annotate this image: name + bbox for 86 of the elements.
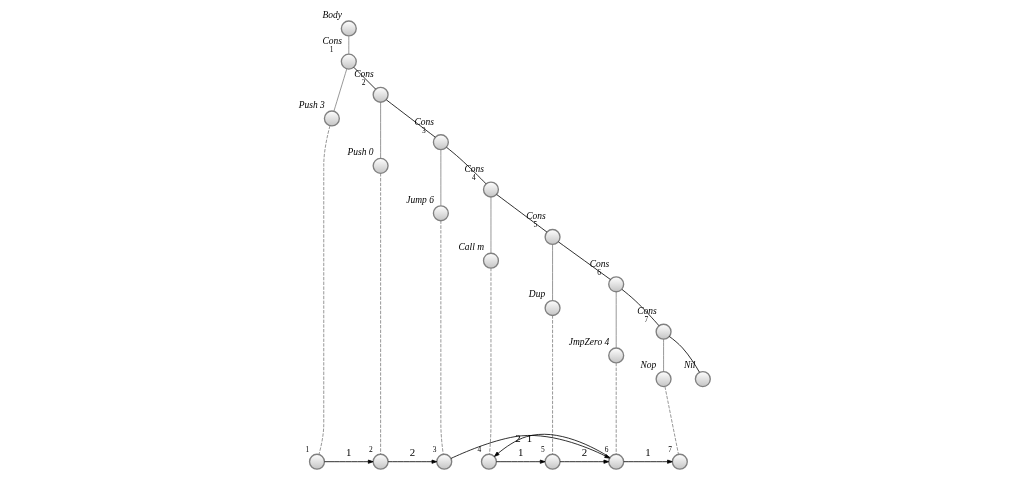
node-circle bbox=[655, 323, 672, 340]
node-label: Cons bbox=[414, 116, 434, 127]
node-circle bbox=[544, 453, 561, 470]
node-circle bbox=[340, 53, 357, 70]
node-label: 2 bbox=[361, 78, 366, 88]
node-circle bbox=[694, 371, 711, 388]
connector bbox=[615, 362, 617, 455]
node-label: 5 bbox=[541, 445, 545, 455]
node-circle bbox=[372, 86, 389, 103]
node-circle bbox=[608, 347, 625, 364]
connector bbox=[440, 149, 442, 207]
node-label: 5 bbox=[533, 220, 538, 230]
connector bbox=[621, 289, 660, 327]
node-label: 3 bbox=[432, 445, 437, 455]
node-circle bbox=[608, 276, 625, 293]
node-label: Cons bbox=[589, 258, 610, 269]
edge-label: 2 bbox=[409, 446, 416, 459]
arrow bbox=[494, 433, 611, 458]
node-label: 7 bbox=[644, 315, 649, 325]
node-circle bbox=[308, 453, 326, 470]
node-label: Push 0 bbox=[347, 147, 374, 158]
node-label: Call m bbox=[458, 241, 484, 252]
node-label: 3 bbox=[421, 125, 426, 135]
node-circle bbox=[482, 181, 500, 198]
connector bbox=[386, 99, 436, 138]
connector bbox=[333, 68, 348, 112]
node-label: Dup bbox=[528, 289, 546, 300]
connector bbox=[348, 35, 350, 55]
connector bbox=[380, 102, 382, 159]
connector bbox=[489, 267, 492, 455]
node-circle bbox=[372, 157, 389, 174]
node-label: Cons bbox=[637, 306, 657, 317]
node-label: JmpZero 4 bbox=[568, 336, 610, 347]
edge-label: 1 bbox=[346, 446, 352, 459]
arrow bbox=[387, 459, 438, 464]
arrow bbox=[496, 459, 546, 464]
node-circle bbox=[340, 20, 357, 37]
connector bbox=[552, 315, 553, 455]
connector bbox=[663, 338, 664, 373]
edge-label: 2 bbox=[515, 431, 521, 444]
node-circle bbox=[323, 110, 340, 127]
node-label: 6 bbox=[597, 267, 601, 277]
connector bbox=[615, 291, 617, 349]
node-circle bbox=[372, 453, 389, 470]
node-label: Jump 6 bbox=[406, 194, 434, 205]
node-label: 4 bbox=[472, 172, 476, 182]
node-circle bbox=[432, 134, 449, 151]
node-label: 7 bbox=[668, 445, 673, 455]
node-label: Cons bbox=[526, 211, 546, 222]
node-label: 4 bbox=[477, 445, 482, 455]
edge-label: 1 bbox=[518, 446, 524, 459]
node-circle bbox=[671, 453, 688, 470]
connector bbox=[380, 173, 382, 455]
connector bbox=[496, 194, 548, 233]
edge-label: 1 bbox=[645, 446, 651, 459]
node-circle bbox=[544, 228, 561, 246]
node-label: Body bbox=[322, 9, 342, 20]
connector bbox=[558, 241, 611, 280]
node-label: Push 3 bbox=[298, 99, 325, 110]
arrow bbox=[450, 435, 611, 459]
connector bbox=[490, 196, 492, 254]
arrow bbox=[324, 459, 374, 464]
node-circle bbox=[432, 205, 449, 222]
connector bbox=[446, 146, 487, 185]
edge-label: 1 bbox=[526, 431, 533, 444]
node-label: Cons bbox=[322, 36, 342, 47]
node-label: 1 bbox=[305, 445, 310, 455]
node-circle bbox=[608, 453, 625, 470]
node-circle bbox=[436, 453, 453, 470]
node-label: Nop bbox=[640, 360, 657, 371]
node-circle bbox=[482, 252, 500, 269]
node-label: 2 bbox=[369, 445, 373, 455]
connector bbox=[669, 336, 700, 373]
node-circle bbox=[655, 371, 672, 388]
connector bbox=[664, 386, 679, 455]
node-label: 1 bbox=[329, 45, 334, 55]
node-label: 6 bbox=[604, 445, 609, 455]
connector bbox=[440, 220, 444, 455]
node-circle bbox=[544, 299, 561, 317]
connector bbox=[552, 244, 553, 301]
node-label: Cons bbox=[354, 69, 374, 80]
connector bbox=[318, 125, 331, 455]
node-label: Nil bbox=[683, 360, 696, 371]
arrow bbox=[559, 459, 610, 464]
arrow bbox=[623, 459, 673, 464]
edge-label: 2 bbox=[581, 446, 588, 459]
